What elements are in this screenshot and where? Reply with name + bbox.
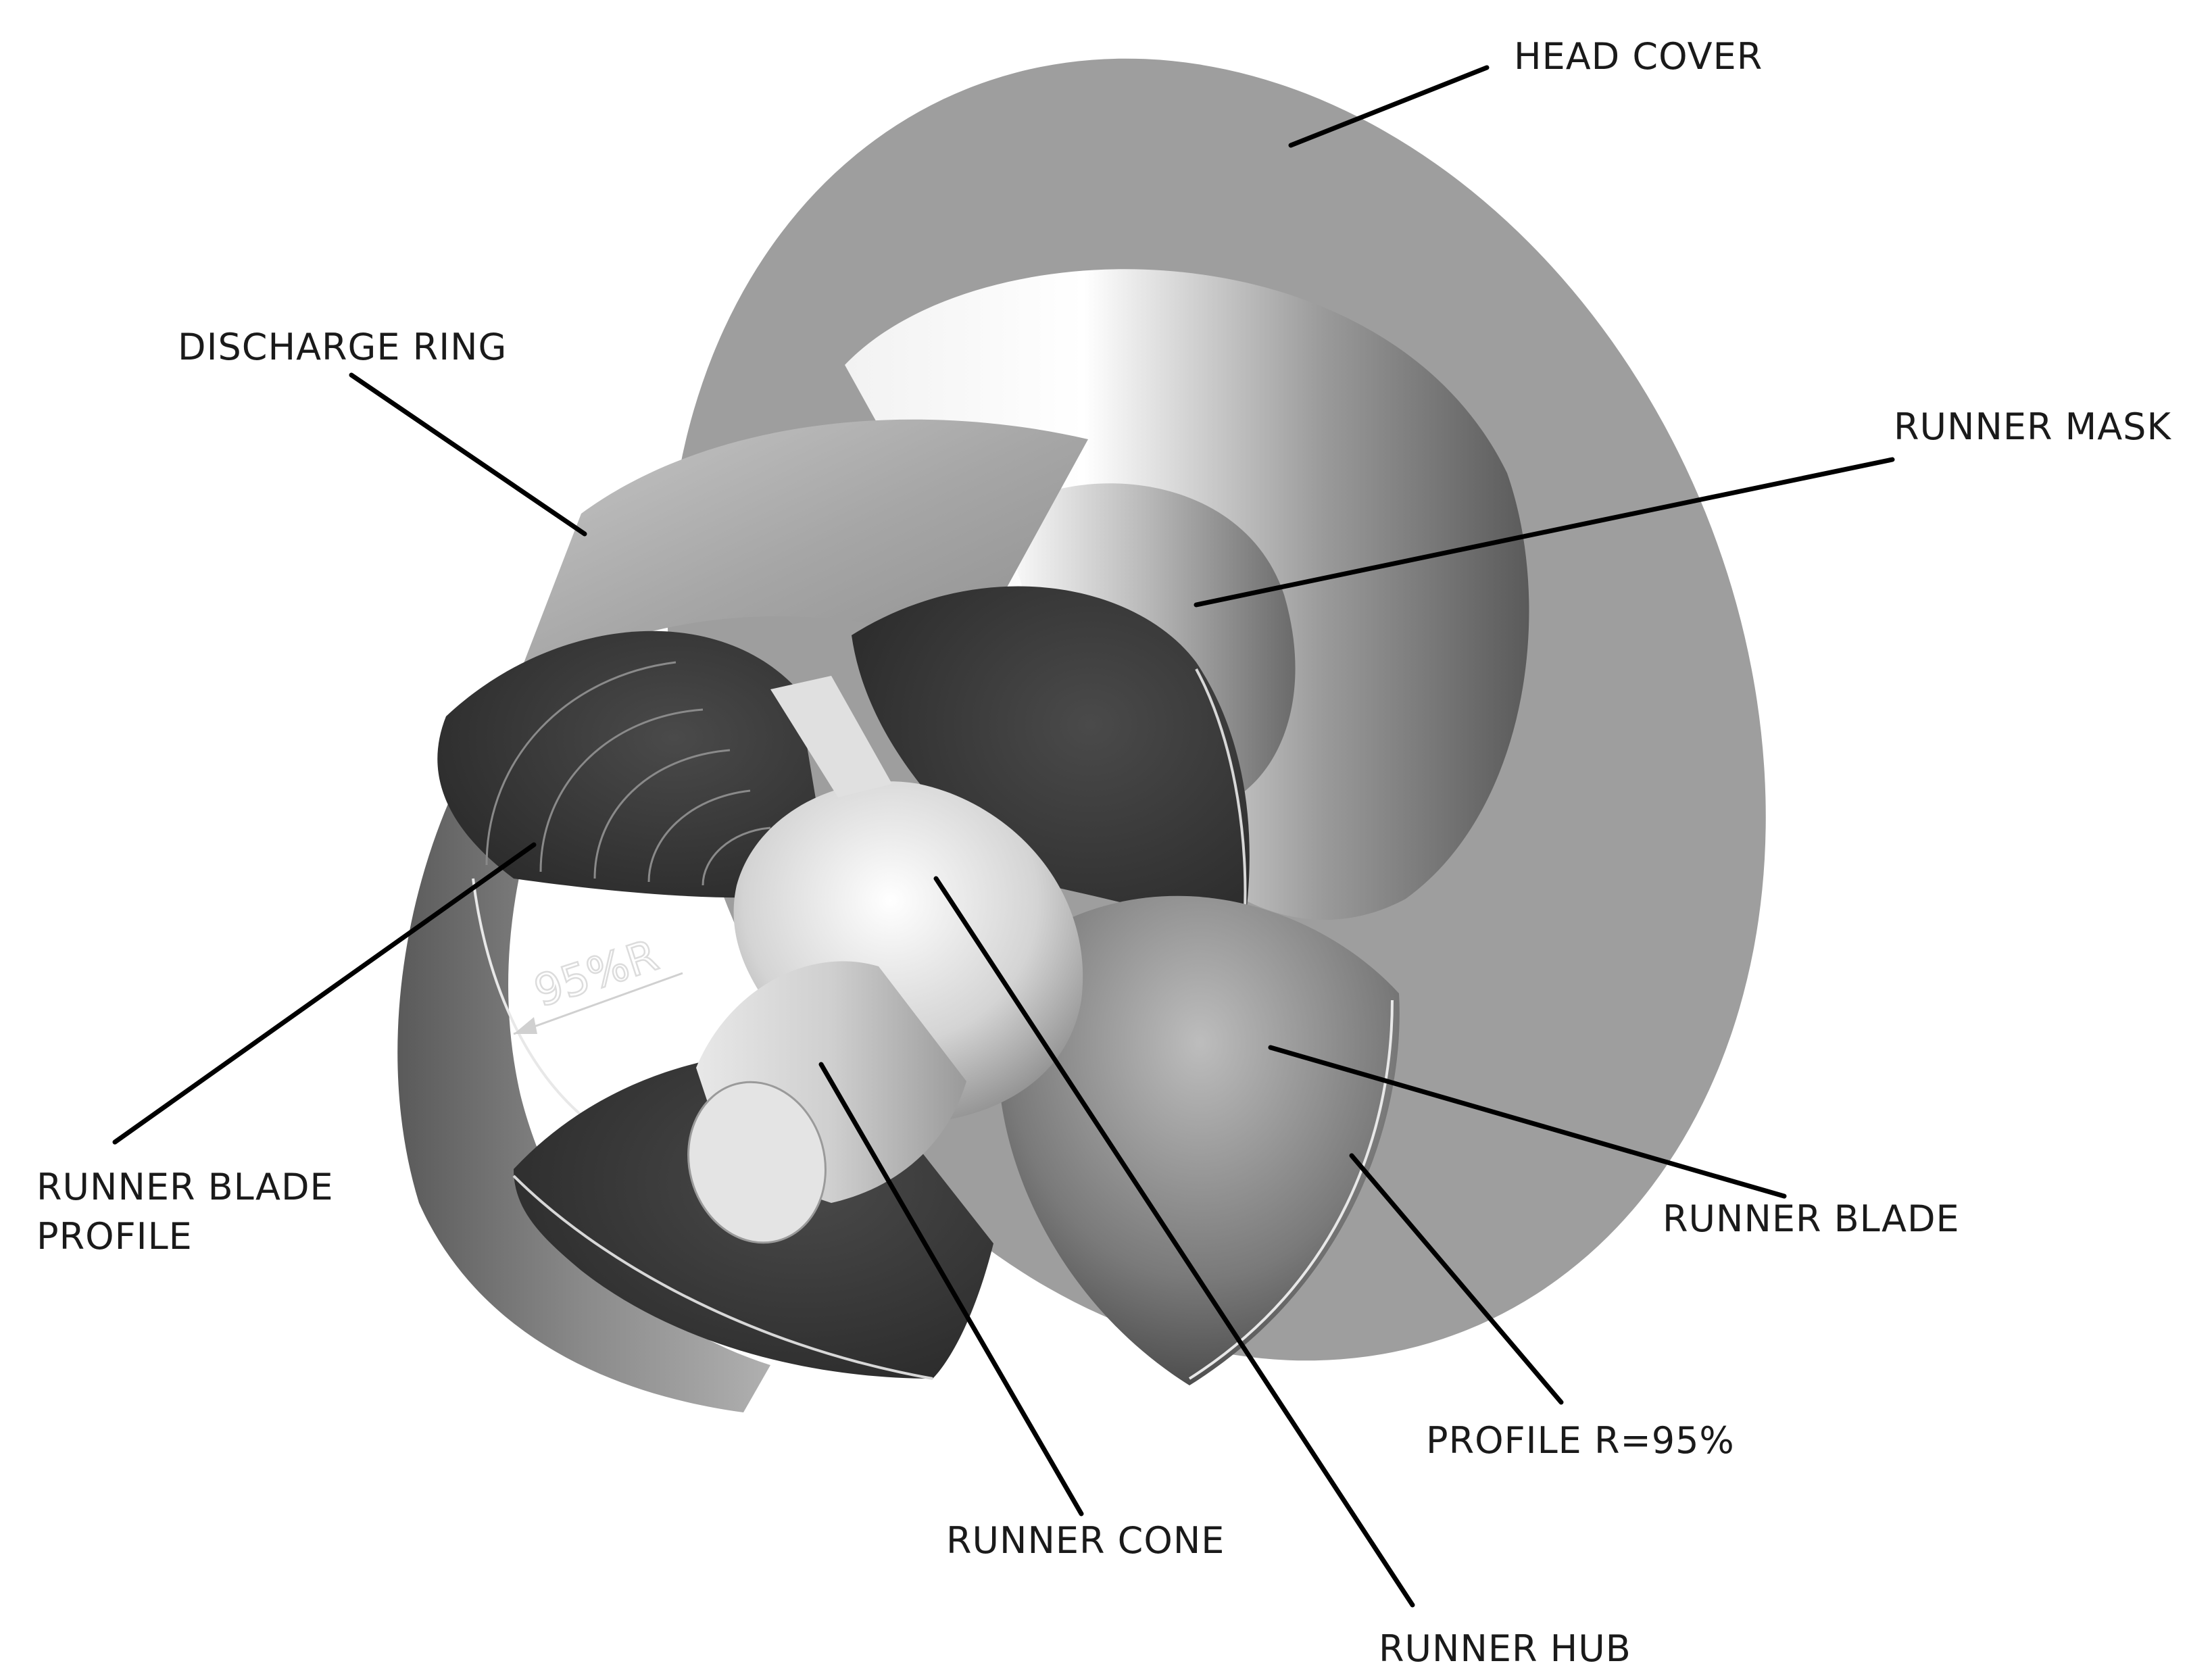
runner-blade-shape: [1000, 895, 1400, 1385]
leader-runner-hub: [933, 876, 1415, 1608]
leader-lines: [112, 65, 1895, 1608]
labels: HEAD COVER DISCHARGE RING RUNNER MASK RU…: [36, 35, 2171, 1670]
runner-blade-profile-shape: [437, 631, 831, 1116]
label-runner-blade-profile-line1: RUNNER BLADE: [36, 1166, 334, 1208]
label-runner-cone: RUNNER CONE: [946, 1519, 1225, 1562]
runner-blade-upper-shape: [852, 586, 1250, 933]
label-head-cover: HEAD COVER: [1514, 35, 1763, 78]
label-runner-hub: RUNNER HUB: [1379, 1627, 1631, 1670]
leader-runner-cone: [818, 1062, 1084, 1516]
label-runner-blade-profile-line2: PROFILE: [36, 1215, 193, 1258]
leader-runner-blade: [1268, 1045, 1787, 1199]
label-discharge-ring: DISCHARGE RING: [178, 326, 507, 368]
profile-arcs: [485, 661, 771, 886]
label-runner-blade: RUNNER BLADE: [1663, 1198, 1960, 1240]
leader-profile-r: [1349, 1153, 1564, 1405]
leader-discharge-ring: [349, 372, 587, 537]
dimension-annotation: 95%R: [513, 930, 683, 1035]
leader-runner-blade-profile: [112, 842, 537, 1145]
leader-head-cover: [1288, 65, 1490, 148]
label-runner-mask: RUNNER MASK: [1894, 405, 2171, 448]
leader-runner-mask: [1194, 457, 1895, 608]
label-profile-r: PROFILE R=95%: [1426, 1419, 1735, 1462]
